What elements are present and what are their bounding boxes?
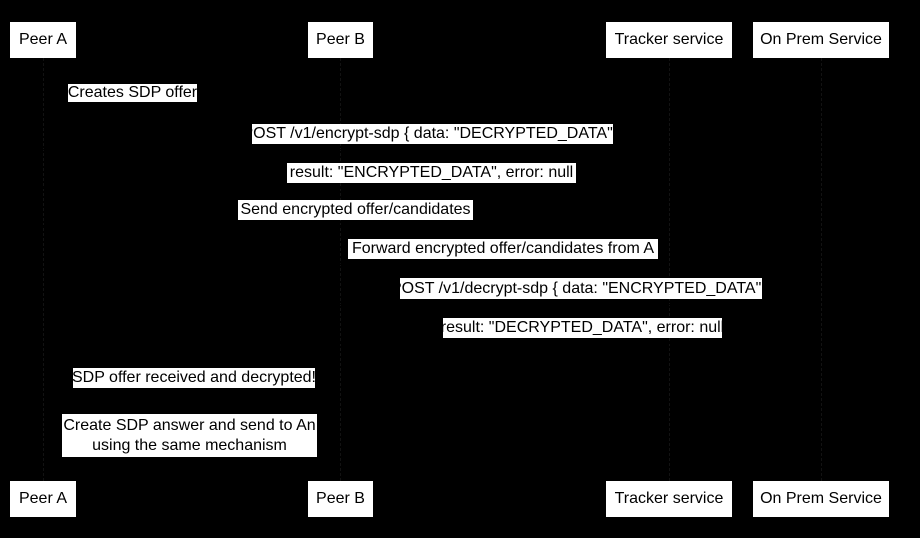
lifeline-peer-b	[340, 58, 341, 481]
message-result-encrypted: { result: "ENCRYPTED_DATA", error: null …	[280, 163, 584, 183]
arrow-peer-a-to-tracker	[43, 225, 669, 226]
arrowhead-left-icon	[43, 387, 52, 397]
lifeline-tracker-service	[669, 58, 670, 481]
message-post-decrypt-sdp: POST /v1/decrypt-sdp { data: "ENCRYPTED_…	[391, 278, 771, 299]
participant-tracker-service-top: Tracker service	[606, 22, 732, 58]
note-create-sdp-answer: Create SDP answer and send to An using t…	[62, 414, 317, 457]
lifeline-on-prem-service	[821, 58, 822, 481]
message-sdp-offer-received: SDP offer received and decrypted!	[72, 368, 316, 388]
participant-peer-a-bottom: Peer A	[10, 481, 76, 517]
participant-on-prem-service-bottom: On Prem Service	[753, 481, 889, 517]
arrow-peer-b-to-on-prem	[340, 304, 821, 305]
arrowhead-right-icon	[660, 220, 669, 230]
participant-peer-b-top: Peer B	[308, 22, 373, 58]
message-forward-encrypted-offer: Forward encrypted offer/candidates from …	[348, 239, 658, 259]
arrow-on-prem-to-peer-b	[340, 343, 821, 344]
note-line-2: using the same mechanism	[92, 436, 287, 454]
arrow-peer-a-to-on-prem	[43, 149, 821, 150]
message-result-decrypted: { result: "DECRYPTED_DATA", error: null …	[431, 318, 735, 338]
participant-peer-b-bottom: Peer B	[308, 481, 373, 517]
arrow-tracker-to-peer-b	[340, 264, 669, 265]
participant-peer-a-top: Peer A	[10, 22, 76, 58]
note-creates-sdp-offer: Creates SDP offer	[67, 84, 198, 102]
arrowhead-left-icon	[340, 259, 349, 269]
arrow-on-prem-to-peer-a	[43, 188, 821, 189]
note-line-1: Create SDP answer and send to An	[63, 416, 316, 434]
lifeline-peer-a	[43, 58, 44, 481]
arrowhead-left-icon	[340, 338, 349, 348]
participant-on-prem-service-top: On Prem Service	[753, 22, 889, 58]
message-send-encrypted-offer: Send encrypted offer/candidates	[238, 200, 473, 220]
participant-tracker-service-bottom: Tracker service	[606, 481, 732, 517]
arrowhead-right-icon	[812, 144, 821, 154]
arrow-peer-b-to-peer-a	[43, 392, 340, 393]
arrowhead-left-icon	[43, 183, 52, 193]
message-post-encrypt-sdp: POST /v1/encrypt-sdp { data: "DECRYPTED_…	[242, 124, 623, 144]
arrowhead-right-icon	[812, 299, 821, 309]
